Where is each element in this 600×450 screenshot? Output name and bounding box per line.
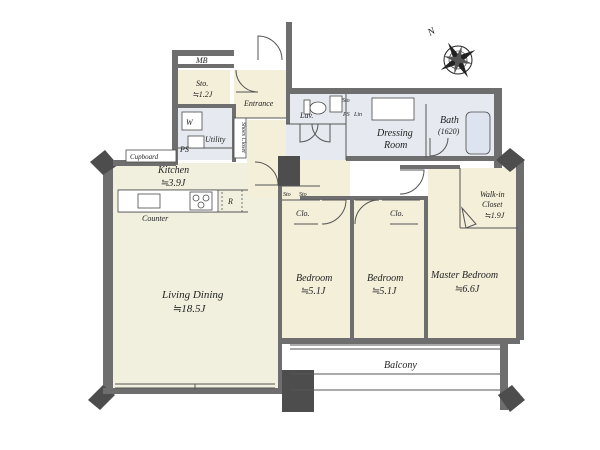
washer-box (181, 111, 203, 131)
wic-size: ≒1.9J (484, 211, 505, 220)
bedroom-2-label: Bedroom (367, 273, 403, 284)
wall-corner-ne (496, 148, 525, 172)
counter-label: Counter (142, 214, 169, 223)
room-labels: MB Sto. ≒1.2J Entrance W Utility PS Shoe… (130, 56, 505, 371)
closet-2-label: Clo. (390, 209, 404, 218)
hall-to-living-door (254, 161, 279, 186)
wall-top-mb (172, 50, 234, 56)
ps-lav-label: PS (342, 112, 350, 118)
wall-bed1-bed2 (350, 198, 354, 340)
wall-bedroom-top (300, 196, 428, 200)
vanity-counter (371, 97, 415, 121)
wall-master-top (400, 165, 460, 169)
master-bedroom-label: Master Bedroom (430, 270, 498, 281)
wall-kitchen-top (113, 160, 176, 166)
pillar-bottom (282, 370, 314, 412)
bath-label-2: (1620) (438, 127, 460, 136)
entrance-label: Entrance (243, 99, 274, 108)
kitchen-sink-icon (137, 193, 161, 209)
compass-rose-icon (440, 42, 476, 78)
doors (235, 35, 477, 229)
storage-label: Sto. (196, 79, 208, 88)
burner-icon (192, 194, 200, 202)
wic-label-2: Closet (482, 200, 503, 209)
wall-corner-nw (90, 150, 118, 175)
wall-right (516, 160, 524, 340)
wall-bottom-left (103, 388, 283, 394)
wall-right-balcony (500, 340, 508, 410)
bedroom-1-door (321, 199, 347, 225)
master-bedroom-size: ≒6.6J (454, 284, 480, 295)
fixtures (117, 95, 491, 213)
master-door (399, 169, 425, 195)
toilet-tank-icon (303, 99, 311, 115)
utility-sink (187, 135, 205, 149)
wall-corner-se (498, 385, 525, 412)
living-dining-size: ≒18.5J (172, 303, 206, 315)
shoes-closet-box (233, 117, 247, 159)
refrigerator-box (221, 189, 243, 213)
wall-left (103, 165, 113, 393)
master-bedroom-floor (428, 168, 518, 340)
wall-utility-left (172, 50, 178, 165)
entrance-door (257, 35, 283, 61)
wic-label-1: Walk-in (480, 190, 505, 199)
lav-label: Lav. (299, 111, 313, 120)
walls (88, 22, 525, 412)
utility-door (235, 69, 259, 93)
storage-floor (178, 70, 230, 106)
sto-hall-b-label: Sto (299, 192, 307, 198)
compass-north-label: N (425, 25, 438, 39)
wall-wet-right (494, 88, 502, 168)
wall-living-right (278, 186, 282, 391)
closet-1-label: Clo. (296, 209, 310, 218)
bedroom-2-door (354, 199, 380, 225)
washer-label: W (186, 118, 194, 127)
dressing-room-label-2: Room (383, 140, 407, 151)
bath-door (429, 137, 449, 157)
bedroom-2-size: ≒5.1J (371, 286, 397, 297)
sto-hall-a-label: Sto (283, 192, 291, 198)
bathtub-icon (465, 111, 491, 155)
bedroom-1-label: Bedroom (296, 273, 332, 284)
shoes-closet-label: Shoes Closet (240, 122, 246, 153)
wall-bedroom-bottom (280, 338, 520, 344)
bath-label-1: Bath (440, 115, 459, 126)
mb-label: MB (195, 56, 208, 65)
floor-fills (113, 70, 518, 390)
cupboard-label: Cupboard (130, 153, 159, 161)
wall-entrance-right-a (286, 22, 292, 90)
wall-lav-left (286, 94, 290, 124)
wall-storage-bottom (178, 104, 234, 108)
living-dining-label: Living Dining (161, 289, 224, 301)
dressing-door (311, 123, 331, 143)
entrance-floor (234, 70, 286, 118)
wall-mb-bottom (178, 64, 234, 68)
wall-bed2-master (424, 198, 428, 340)
lav-door (299, 123, 319, 143)
wall-wet-top (286, 88, 500, 94)
kitchen-label: Kitchen (157, 165, 189, 176)
bedroom-1-floor (282, 198, 350, 340)
living-dining-floor (113, 218, 280, 390)
bedroom-2-floor (354, 198, 424, 340)
burner-icon-3 (197, 201, 205, 209)
dressing-room-label-1: Dressing (376, 128, 413, 139)
wic-door (461, 206, 477, 229)
wall-wet-bottom (346, 156, 496, 161)
ps-utility-label: PS (179, 145, 189, 154)
balcony-label: Balcony (384, 360, 417, 371)
kitchen-size: ≒3.9J (160, 178, 186, 189)
storage-size: ≒1.2J (192, 90, 213, 99)
bedroom-1-size: ≒5.1J (300, 286, 326, 297)
lav-sink-box (329, 95, 343, 113)
utility-label: Utility (205, 135, 226, 144)
lin-label: Lin (353, 112, 362, 118)
sto-small-label: Sto (342, 98, 350, 104)
cupboard-box (125, 149, 177, 163)
refrigerator-label: R (227, 197, 233, 206)
burner-icon-2 (202, 194, 210, 202)
pillar-hall (278, 156, 300, 186)
